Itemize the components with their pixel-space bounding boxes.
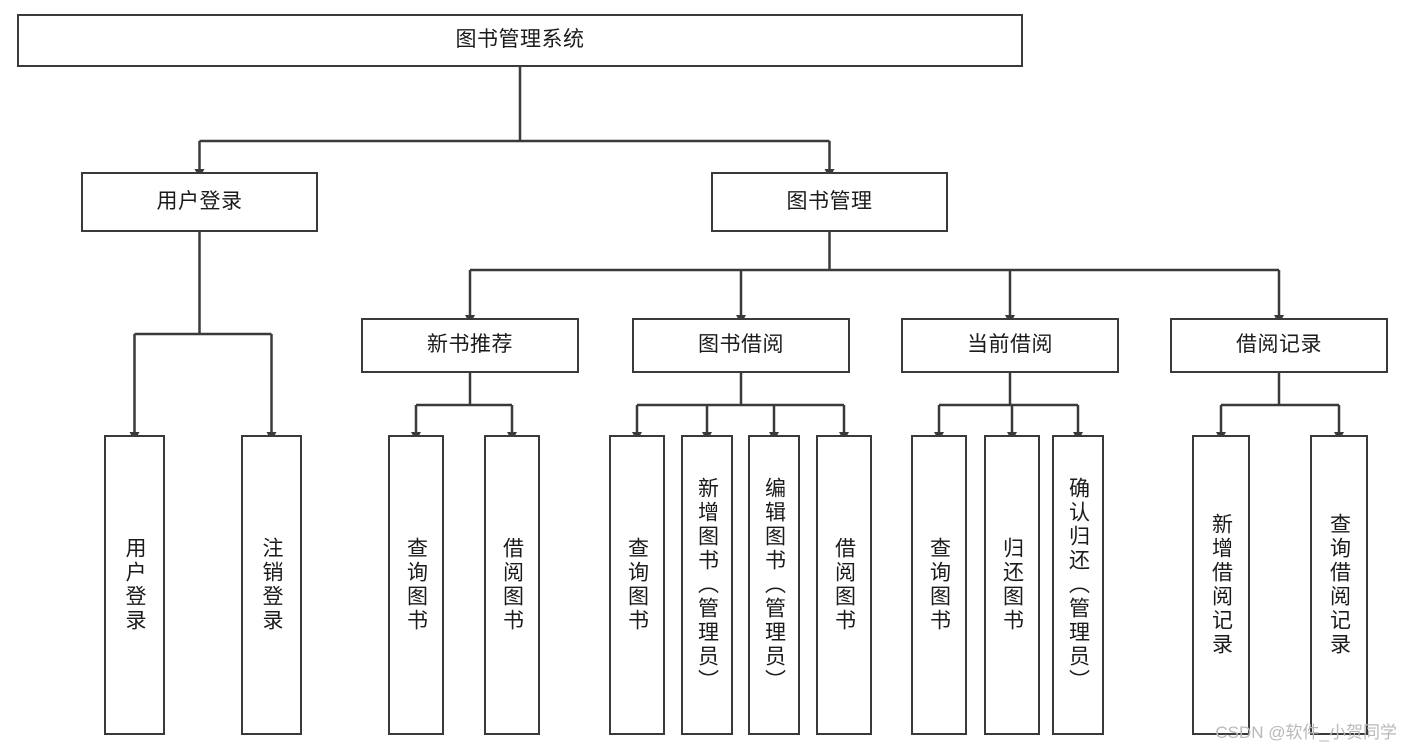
node-label: 当前借阅 xyxy=(967,333,1053,357)
node-l_q2[interactable]: 查询图书 xyxy=(609,435,665,735)
node-records[interactable]: 借阅记录 xyxy=(1170,318,1388,373)
node-label: 归还图书 xyxy=(1000,537,1024,633)
node-l_confirm[interactable]: 确认归还（管理员） xyxy=(1052,435,1104,735)
node-l_edit[interactable]: 编辑图书（管理员） xyxy=(748,435,800,735)
node-label: 图书管理 xyxy=(786,189,873,213)
node-l_logout[interactable]: 注销登录 xyxy=(241,435,302,735)
node-l_return[interactable]: 归还图书 xyxy=(984,435,1040,735)
node-label: 借阅图书 xyxy=(500,537,524,633)
node-borrow[interactable]: 图书借阅 xyxy=(632,318,850,373)
node-label: 用户登录 xyxy=(123,537,146,633)
node-label: 查询图书 xyxy=(625,537,649,633)
node-current[interactable]: 当前借阅 xyxy=(901,318,1119,373)
node-label: 查询图书 xyxy=(927,537,951,633)
node-l_login[interactable]: 用户登录 xyxy=(104,435,165,735)
node-label: 借阅图书 xyxy=(832,537,856,633)
node-label: 新增借阅记录 xyxy=(1209,513,1233,657)
node-l_addrec[interactable]: 新增借阅记录 xyxy=(1192,435,1250,735)
node-bookmgmt[interactable]: 图书管理 xyxy=(711,172,948,232)
node-login[interactable]: 用户登录 xyxy=(81,172,318,232)
node-label: 借阅记录 xyxy=(1236,333,1322,357)
node-l_b1[interactable]: 借阅图书 xyxy=(484,435,540,735)
node-l_q3[interactable]: 查询图书 xyxy=(911,435,967,735)
node-label: 图书管理系统 xyxy=(455,28,585,52)
node-label: 新书推荐 xyxy=(427,333,513,357)
node-label: 图书借阅 xyxy=(698,333,784,357)
node-label: 查询借阅记录 xyxy=(1327,513,1351,657)
node-label: 用户登录 xyxy=(156,189,243,213)
node-label: 查询图书 xyxy=(404,537,428,633)
node-l_q1[interactable]: 查询图书 xyxy=(388,435,444,735)
node-newbook[interactable]: 新书推荐 xyxy=(361,318,579,373)
node-l_qrec[interactable]: 查询借阅记录 xyxy=(1310,435,1368,735)
node-label: 注销登录 xyxy=(260,537,283,633)
node-l_add[interactable]: 新增图书（管理员） xyxy=(681,435,733,735)
node-root[interactable]: 图书管理系统 xyxy=(17,14,1023,67)
node-l_b2[interactable]: 借阅图书 xyxy=(816,435,872,735)
node-label: 编辑图书（管理员） xyxy=(762,477,786,693)
node-label: 新增图书（管理员） xyxy=(695,477,719,693)
node-label: 确认归还（管理员） xyxy=(1066,477,1090,693)
